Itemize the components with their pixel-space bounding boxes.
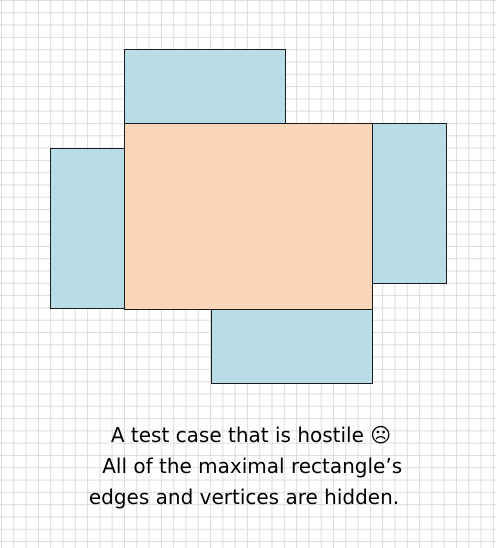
maximal-rectangle (124, 123, 373, 310)
right-blue-rectangle (371, 123, 447, 284)
bottom-blue-rectangle (211, 308, 373, 384)
top-blue-rectangle (124, 49, 286, 125)
caption-line-3: edges and vertices are hidden. (88, 485, 400, 509)
caption-line-2: All of the maximal rectangle’s (95, 454, 403, 478)
caption: A test case that is hostile ☹ All of the… (0, 420, 496, 513)
caption-line-1: A test case that is hostile ☹ (110, 423, 392, 447)
left-blue-rectangle (50, 148, 126, 309)
